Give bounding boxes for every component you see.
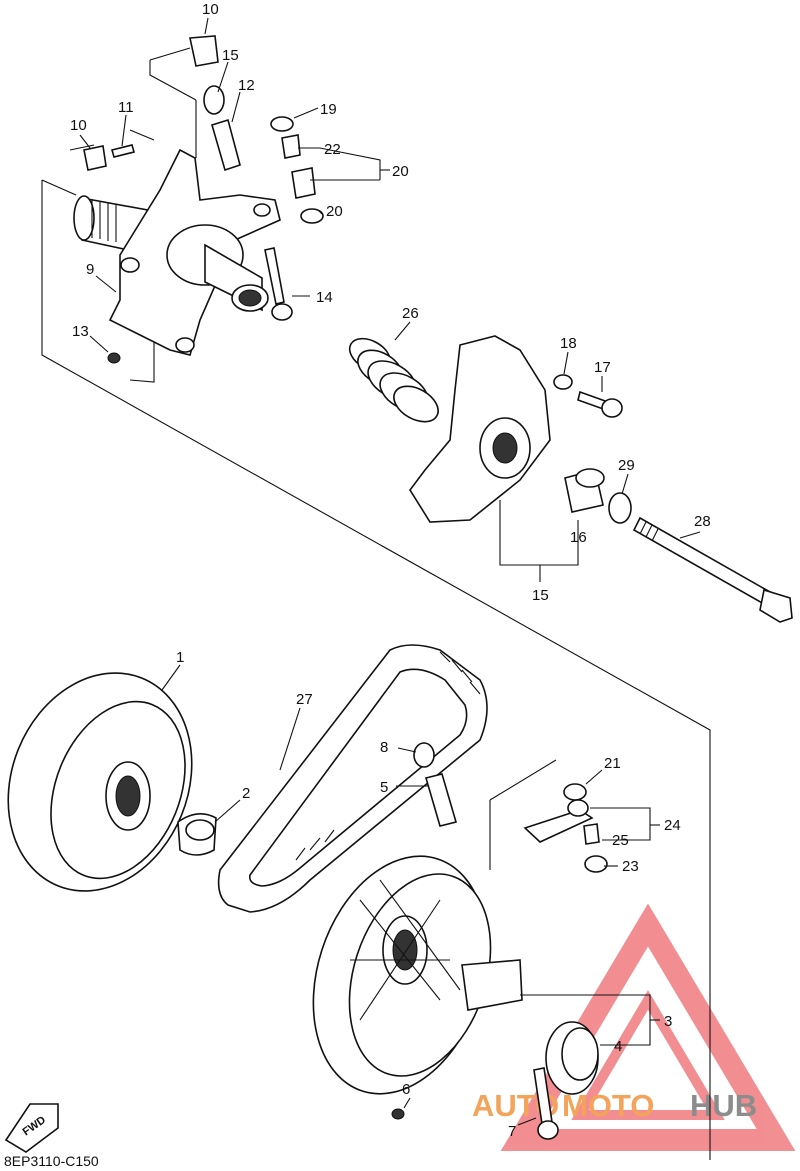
fwd-arrow: FWD bbox=[4, 1103, 59, 1153]
part-20-washer-b bbox=[300, 208, 324, 224]
part-10-left bbox=[83, 145, 107, 171]
part-13 bbox=[107, 352, 121, 364]
part-11-pin bbox=[111, 144, 135, 158]
part-28-bolt bbox=[632, 516, 793, 623]
part-10-top bbox=[189, 35, 219, 67]
callout-5: 5 bbox=[380, 779, 388, 796]
callout-4: 4 bbox=[614, 1038, 622, 1055]
part-1-sheave bbox=[7, 672, 193, 892]
part-29-washer bbox=[608, 492, 632, 524]
callout-15: 15 bbox=[222, 47, 239, 64]
callout-14: 14 bbox=[316, 289, 333, 306]
part-6 bbox=[391, 1108, 405, 1120]
part-21-roller bbox=[291, 167, 316, 199]
callout-18: 17 bbox=[594, 359, 611, 376]
callout-3: 3 bbox=[664, 1013, 672, 1030]
leader-lines bbox=[79, 17, 701, 1126]
secondary-sheave bbox=[312, 855, 523, 1095]
callout-28: 28 bbox=[694, 513, 711, 530]
part-20-washer-a bbox=[270, 116, 294, 132]
callout-8: 8 bbox=[380, 739, 388, 756]
callout-13: 13 bbox=[72, 323, 89, 340]
primary-spider bbox=[73, 148, 281, 356]
part-2-clip bbox=[177, 813, 217, 856]
part-25-roller bbox=[583, 823, 600, 845]
part-19-washer bbox=[553, 374, 573, 390]
callout-11: 11 bbox=[118, 99, 134, 116]
part-12-pin bbox=[211, 118, 241, 172]
part-26-spring bbox=[348, 337, 439, 423]
watermark-text: AUTO MOTO HUB bbox=[472, 1088, 757, 1123]
callout-17: 16 bbox=[570, 529, 587, 546]
callout-1: 1 bbox=[176, 649, 184, 666]
part-23-washer-b bbox=[584, 855, 608, 873]
diagram-code: 8EP3110-C150 bbox=[4, 1153, 99, 1169]
callout-25: 25 bbox=[612, 832, 629, 849]
part-23-washer-a bbox=[563, 783, 587, 801]
callout-16: 15 bbox=[532, 587, 549, 604]
part-16-cover bbox=[409, 335, 551, 523]
part-15 bbox=[203, 85, 225, 115]
callout-29: 29 bbox=[618, 457, 635, 474]
part-22-bushing bbox=[281, 134, 301, 159]
callout-20-b: 20 bbox=[326, 203, 343, 220]
part-14-bolt bbox=[264, 247, 293, 321]
callout-23-b: 23 bbox=[622, 858, 639, 875]
callout-7: 7 bbox=[508, 1123, 516, 1140]
callout-6: 6 bbox=[402, 1081, 410, 1098]
part-18-bolt bbox=[577, 390, 623, 418]
callout-2: 2 bbox=[242, 785, 250, 802]
callout-26: 26 bbox=[402, 305, 419, 322]
callout-20-a: 19 bbox=[320, 101, 337, 118]
part-5-pin bbox=[424, 773, 458, 827]
callout-10-top: 10 bbox=[202, 1, 219, 18]
callout-23-a: 21 bbox=[604, 755, 621, 772]
callout-27: 27 bbox=[296, 691, 313, 708]
part-8-nut bbox=[413, 742, 435, 768]
callout-10-left: 10 bbox=[70, 117, 87, 134]
callout-21: 20 bbox=[392, 163, 409, 180]
part-24-arm bbox=[523, 799, 594, 843]
callout-12: 12 bbox=[238, 77, 255, 94]
assembly-outline bbox=[41, 47, 711, 1160]
part-7-bolt bbox=[533, 1067, 559, 1140]
callout-24: 24 bbox=[664, 817, 681, 834]
part-3-bushing bbox=[545, 1021, 599, 1095]
callout-9: 9 bbox=[86, 261, 94, 278]
callout-19: 18 bbox=[560, 335, 577, 352]
callout-labels: 10 15 12 10 11 9 13 14 19 22 20 20 26 18… bbox=[70, 1, 711, 1140]
svg-text:HUB: HUB bbox=[690, 1088, 757, 1123]
part-17-bushing bbox=[564, 468, 605, 513]
callout-22: 22 bbox=[324, 141, 341, 158]
part-27-belt bbox=[217, 644, 488, 913]
